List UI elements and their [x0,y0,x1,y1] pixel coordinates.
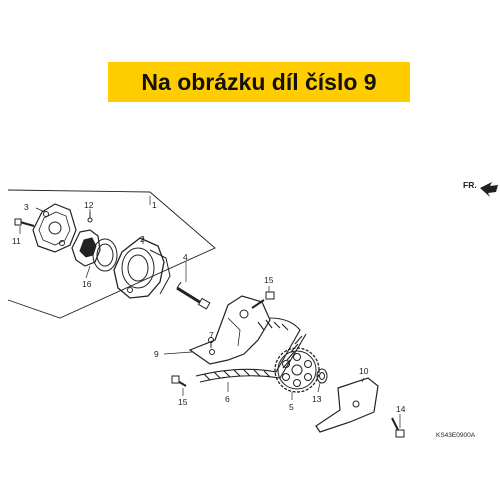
front-direction-arrow-icon [480,182,498,197]
sprocket-guard-10 [315,377,379,433]
label-part-5: 5 [289,402,294,412]
label-part-11: 11 [12,236,21,246]
pump-cover-plate [32,203,77,253]
pump-rotor-16 [71,229,118,272]
banner-text: Na obrázku díl číslo 9 [141,68,377,95]
pump-shaft-4 [176,281,211,310]
label-part-12: 12 [84,200,94,210]
front-direction-label: FR. [463,180,477,190]
label-part-1: 1 [152,200,157,210]
label-part-10: 10 [359,366,369,376]
bolt-7 [208,337,214,348]
bolt-11 [14,218,35,227]
diagram-code: KS43E0900A [436,432,476,439]
chain-guide-9 [188,295,271,365]
label-part-13: 13 [312,394,322,404]
leader-lines [19,196,401,428]
label-part-14: 14 [396,404,406,414]
pin-12 [87,212,93,223]
label-part-4: 4 [183,252,188,262]
label-part-9: 9 [154,349,159,359]
label-part-2: 2 [140,234,145,244]
label-part-15-lower: 15 [178,397,188,407]
part-number-banner: Na obrázku díl číslo 9 [108,62,410,102]
label-part-16: 16 [82,279,92,289]
washer-13 [316,368,328,384]
bolt-14 [391,417,405,438]
pump-body-2 [113,237,171,299]
label-part-3: 3 [24,202,29,212]
label-part-6: 6 [225,394,230,404]
bolt-15-upper [251,291,275,309]
driven-sprocket-5 [274,347,320,393]
label-part-7: 7 [209,330,214,340]
exploded-view-frame [7,189,216,319]
drive-chain-6 [195,317,307,383]
bolt-15-lower [171,375,187,387]
label-part-15-upper: 15 [264,275,274,285]
